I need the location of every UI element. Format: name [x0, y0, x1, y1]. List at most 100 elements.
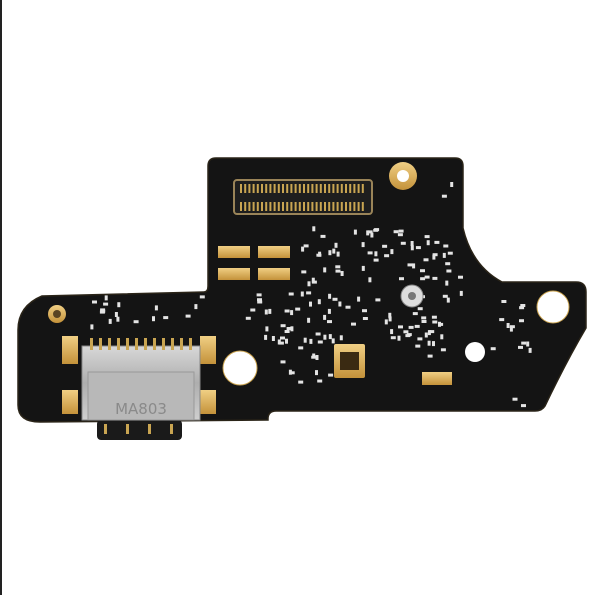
smd-component	[446, 297, 450, 303]
antenna-connector-center	[408, 292, 416, 300]
smd-component	[309, 301, 312, 307]
smd-component	[316, 253, 322, 257]
smd-component	[327, 320, 332, 324]
smd-components	[90, 182, 532, 408]
smd-component	[323, 267, 327, 273]
fpc-pin	[361, 202, 364, 211]
usb-solder-tab	[62, 336, 78, 364]
mount-hole-left	[222, 350, 258, 386]
fpc-pin	[349, 202, 352, 211]
smd-component	[432, 341, 435, 347]
fpc-pin	[357, 202, 360, 211]
smd-component	[199, 295, 205, 299]
fpc-pin	[248, 184, 251, 193]
usb-pin	[162, 338, 165, 350]
smd-component	[431, 315, 437, 319]
smd-component	[334, 242, 338, 248]
smd-component	[393, 230, 399, 234]
smd-component	[332, 297, 338, 301]
usb-pin	[126, 338, 129, 350]
smd-component	[361, 265, 365, 271]
frame-edge	[0, 0, 2, 595]
smd-component	[440, 348, 446, 352]
smd-component	[373, 258, 379, 262]
smd-component	[312, 226, 316, 232]
smd-component	[289, 371, 295, 375]
fpc-pin	[282, 184, 284, 193]
fpc-pin	[277, 202, 280, 211]
smd-component	[417, 307, 423, 311]
smd-component	[114, 312, 118, 317]
smd-component	[518, 345, 523, 349]
fpc-pin	[349, 184, 352, 193]
fpc-pin	[332, 202, 335, 211]
smd-component	[446, 269, 452, 273]
usb-pin	[126, 424, 129, 434]
fpc-pin	[336, 202, 339, 211]
smd-component	[519, 306, 525, 310]
usb-pin	[90, 338, 93, 350]
smd-component	[300, 291, 304, 297]
smd-component	[427, 340, 431, 346]
smd-component	[432, 320, 438, 324]
usb-pin	[153, 338, 156, 350]
smd-component	[375, 298, 381, 302]
smd-component	[286, 327, 292, 330]
smd-component	[335, 269, 341, 273]
smd-component	[366, 230, 370, 236]
smd-component	[408, 325, 414, 329]
smd-component	[373, 228, 379, 232]
fpc-pin	[294, 184, 297, 193]
usb-pin	[148, 424, 151, 434]
smd-component	[290, 326, 294, 332]
smd-component	[509, 326, 513, 332]
smd-component	[521, 404, 526, 408]
fpc-pin	[290, 202, 293, 211]
fpc-pin	[336, 184, 339, 193]
smd-component	[331, 338, 335, 344]
smd-component	[317, 379, 323, 383]
smd-component	[264, 309, 268, 315]
usb-pin	[189, 338, 192, 350]
fpc-pin	[248, 202, 251, 211]
smd-component	[278, 341, 284, 345]
smd-component	[339, 335, 343, 341]
smd-component	[336, 251, 340, 257]
smd-component	[427, 354, 433, 358]
fpc-pin	[256, 184, 259, 193]
smd-component	[315, 370, 318, 376]
smd-component	[298, 380, 304, 384]
smd-component	[280, 324, 286, 328]
fpc-pin	[311, 202, 314, 211]
smd-component	[443, 244, 449, 248]
smd-component	[400, 241, 406, 245]
smd-component	[367, 230, 373, 234]
fpc-pin	[244, 202, 247, 211]
fpc-pin	[332, 184, 335, 193]
smd-component	[194, 304, 198, 310]
fpc-pin	[265, 184, 268, 193]
smd-component	[298, 346, 304, 350]
smd-component	[301, 270, 307, 274]
smd-component	[306, 291, 312, 295]
smd-component	[410, 245, 414, 251]
microphone-port	[340, 352, 359, 370]
usb-pins	[90, 338, 192, 434]
smd-component	[441, 194, 447, 198]
usb-pin	[170, 424, 173, 434]
fpc-pin	[353, 202, 356, 211]
smd-component	[353, 229, 357, 235]
smd-component	[357, 296, 361, 302]
smd-component	[447, 251, 453, 255]
fpc-pin	[303, 202, 305, 211]
smd-component	[399, 277, 404, 281]
smd-component	[303, 244, 309, 248]
smd-component	[432, 254, 436, 260]
smd-component	[133, 320, 139, 324]
fpc-connector-pins	[240, 184, 364, 211]
smd-component	[421, 320, 427, 323]
smd-component	[368, 277, 372, 283]
fpc-pin	[319, 202, 322, 211]
smd-component	[526, 341, 530, 347]
